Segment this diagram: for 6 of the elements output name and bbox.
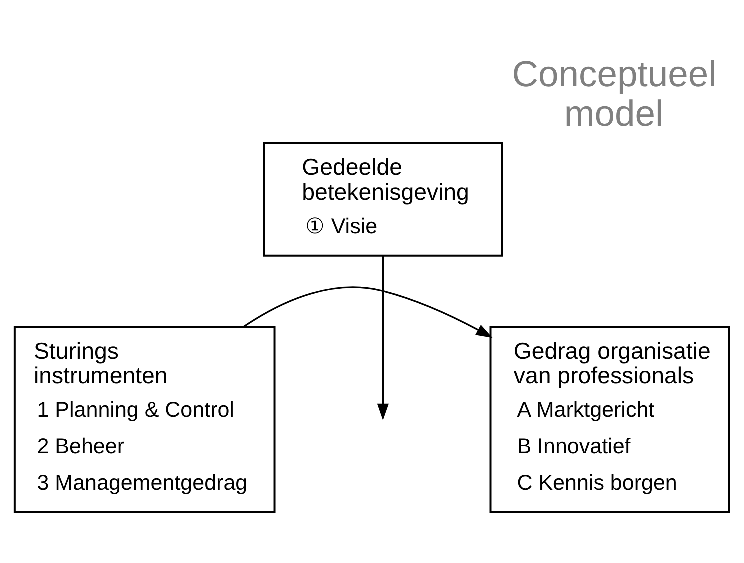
arrow <box>377 256 389 420</box>
node-box: Gedrag organisatie van professionals A Marktgericht B Innovatief C Kennis borgen <box>490 326 730 514</box>
node-box: Gedeelde betekenisgeving ① Visie <box>263 142 504 257</box>
arrow <box>244 286 493 338</box>
node-box: Sturings instrumenten 1 Planning & Control 2 Beheer 3 Managementgedrag <box>14 326 276 514</box>
diagram-title: Conceptueel model <box>512 53 717 134</box>
